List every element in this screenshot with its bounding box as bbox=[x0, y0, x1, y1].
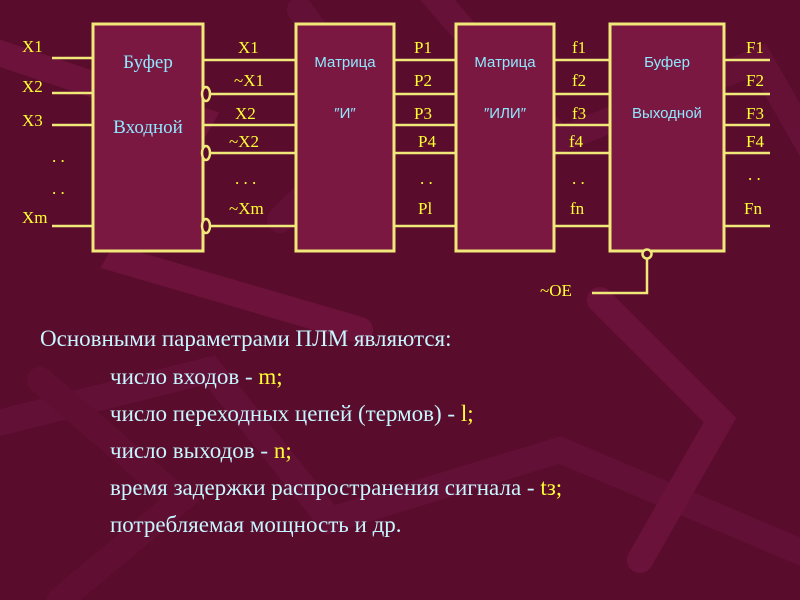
output-label: F3 bbox=[746, 104, 764, 123]
output-label: . . bbox=[748, 165, 761, 184]
output-label: F4 bbox=[746, 132, 764, 151]
output-label: F1 bbox=[746, 38, 764, 57]
function-label: f3 bbox=[572, 104, 586, 123]
or-matrix-title: Матрица bbox=[474, 54, 536, 71]
function-label: f2 bbox=[572, 71, 586, 90]
and-matrix-subtitle: ″И″ bbox=[334, 105, 356, 122]
buffer-output-label: . . . bbox=[235, 169, 256, 188]
function-label: . . bbox=[572, 169, 585, 188]
output-buffer-box bbox=[608, 22, 726, 253]
output-buffer-title: Буфер bbox=[644, 54, 690, 71]
input-label: X2 bbox=[22, 77, 43, 96]
output-label: Fn bbox=[744, 199, 762, 218]
parameters-heading: Основными параметрами ПЛМ являются: bbox=[40, 326, 452, 351]
output-enable-label: ~OE bbox=[540, 281, 572, 300]
buffer-output-label: ~X1 bbox=[234, 71, 264, 90]
inversion-bubble bbox=[200, 217, 212, 235]
inversion-bubble bbox=[200, 85, 212, 103]
parameter-item: число выходов - n; bbox=[40, 432, 780, 469]
or-matrix-subtitle: ″ИЛИ″ bbox=[484, 105, 527, 122]
function-label: f1 bbox=[572, 38, 586, 57]
function-label: f4 bbox=[569, 132, 584, 151]
input-label: . . bbox=[52, 147, 65, 166]
oe-inversion-bubble bbox=[641, 248, 653, 260]
function-label: fn bbox=[570, 199, 585, 218]
parameter-text: число входов - m; bbox=[110, 364, 283, 389]
parameter-item: число входов - m; bbox=[40, 358, 780, 395]
parameters-section: Основными параметрами ПЛМ являются: числ… bbox=[40, 322, 780, 543]
term-label: P3 bbox=[414, 104, 432, 123]
output-label: F2 bbox=[746, 71, 764, 90]
input-label: X3 bbox=[22, 111, 43, 130]
parameter-text: потребляемая мощность и др. bbox=[110, 512, 402, 537]
input-label: Xm bbox=[22, 208, 48, 227]
output-buffer-subtitle: Выходной bbox=[632, 105, 702, 122]
term-label: . . bbox=[420, 169, 433, 188]
inversion-bubble bbox=[200, 144, 212, 162]
buffer-output-label: X1 bbox=[238, 38, 259, 57]
term-label: Pl bbox=[418, 199, 432, 218]
parameter-item: потребляемая мощность и др. bbox=[40, 506, 780, 543]
input-label: . . bbox=[52, 179, 65, 198]
parameter-text: число выходов - n; bbox=[110, 438, 292, 463]
term-label: P1 bbox=[414, 38, 432, 57]
parameter-item: число переходных цепей (термов) - l; bbox=[40, 395, 780, 432]
buffer-output-label: ~X2 bbox=[229, 132, 259, 151]
or-matrix-box bbox=[454, 22, 556, 253]
input-buffer-title: Буфер bbox=[123, 52, 173, 73]
input-buffer-box bbox=[91, 22, 205, 253]
buffer-output-label: X2 bbox=[235, 104, 256, 123]
and-matrix-title: Матрица bbox=[314, 54, 376, 71]
input-buffer-subtitle: Входной bbox=[113, 117, 183, 138]
input-label: X1 bbox=[22, 37, 43, 56]
pla-block-diagram: Буфер Входной Матрица ″И″ Матрица ″ИЛИ″ … bbox=[22, 22, 770, 300]
term-label: P4 bbox=[418, 132, 436, 151]
parameter-text: время задержки распространения сигнала -… bbox=[110, 475, 563, 500]
term-label: P2 bbox=[414, 71, 432, 90]
parameter-text: число переходных цепей (термов) - l; bbox=[110, 401, 474, 426]
and-matrix-box bbox=[294, 22, 396, 253]
parameter-item: время задержки распространения сигнала -… bbox=[40, 469, 780, 506]
buffer-output-label: ~Xm bbox=[229, 199, 264, 218]
